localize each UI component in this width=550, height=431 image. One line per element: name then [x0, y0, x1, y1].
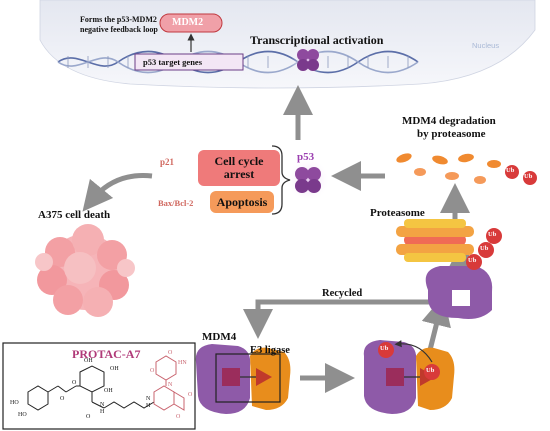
- atom-label: O: [72, 380, 77, 386]
- atom-label: HO: [18, 412, 27, 418]
- bax-bcl2-label: Bax/Bcl-2: [158, 198, 194, 208]
- ub-label-chain-2: Ub: [480, 245, 489, 252]
- cell-death-label: A375 cell death: [38, 209, 111, 221]
- atom-label: O: [168, 350, 173, 356]
- cell-cycle-label-line1: Cell cycle: [214, 154, 264, 169]
- atom-label: O: [60, 396, 65, 402]
- feedback-note-line2: negative feedback loop: [80, 25, 158, 34]
- apoptosis-box: Apoptosis: [210, 191, 274, 213]
- atom-label: H: [146, 403, 151, 409]
- e3-ligase-label: E3 ligase: [250, 345, 290, 356]
- atom-label: HO: [10, 400, 19, 406]
- apoptosis-box-bg: [210, 191, 274, 213]
- ub-label-chain-3: Ub: [488, 231, 497, 238]
- ub-transfer-arrow: [394, 340, 433, 363]
- protac-highlight-box: [215, 353, 281, 403]
- atom-label: O: [150, 368, 155, 374]
- feedback-note-line1: Forms the p53-MDM2: [80, 15, 157, 24]
- ternary-complex-right: [363, 340, 455, 414]
- atom-label: O: [188, 392, 193, 398]
- cell-cycle-arrest-box-bg: [198, 150, 280, 186]
- target-genes-label: p53 target genes: [143, 57, 203, 67]
- protac-structure-panel: [2, 342, 196, 430]
- protac-name: PROTAC-A7: [72, 347, 141, 361]
- atom-label: N: [100, 402, 105, 408]
- atom-label: O: [86, 414, 91, 420]
- mdm4-label: MDM4: [202, 331, 237, 343]
- atom-label: N: [168, 382, 173, 388]
- pathway-brace: [271, 145, 291, 215]
- p53-tetramer-on-dna: [291, 43, 325, 77]
- p53-label: p53: [297, 151, 315, 163]
- ub-label-chain-1: Ub: [468, 257, 477, 264]
- pomalidomide-moiety: [153, 355, 185, 411]
- ub-label-fragment-1: Ub: [506, 167, 515, 174]
- p53-target-genes-box: [134, 53, 244, 71]
- atom-label: H: [100, 409, 105, 415]
- protac-skeleton: [27, 365, 155, 411]
- cell-cycle-label-line2: arrest: [223, 167, 255, 181]
- p53-tetramer: [286, 158, 330, 202]
- recycled-label: Recycled: [322, 288, 363, 299]
- ubiquitinated-mdm4: [425, 228, 502, 319]
- cell-cycle-arrest-box: Cell cycle arrest: [198, 150, 280, 186]
- ub-label-right-complex: Ub: [380, 345, 389, 352]
- ub-label-fragment-2: Ub: [524, 173, 533, 180]
- p21-label: p21: [160, 157, 175, 167]
- transcription-label: Transcriptional activation: [250, 33, 384, 47]
- proteasome-label: Proteasome: [370, 207, 425, 219]
- atom-label: OH: [104, 388, 113, 394]
- peptide-fragments: [396, 153, 537, 185]
- atom-label: OH: [110, 366, 119, 372]
- apoptosis-label: Apoptosis: [216, 194, 268, 209]
- recycled-arrow: [243, 299, 443, 339]
- nucleus-label: Nucleus: [472, 41, 500, 50]
- atom-label: O: [176, 414, 181, 420]
- proteasome: [396, 219, 474, 262]
- degradation-title-line1: MDM4 degradation: [402, 115, 496, 127]
- atom-label: OH: [84, 358, 93, 364]
- mdm2-label: MDM2: [172, 17, 204, 28]
- to-cell-death-arrow: [82, 173, 153, 212]
- nucleus: [39, 0, 536, 89]
- ternary-complex-left: [195, 344, 291, 414]
- degradation-title-line2: by proteasome: [417, 128, 486, 140]
- cell-death-mass: [35, 224, 135, 317]
- mdm2-pill: [159, 13, 223, 33]
- ub-label-e3: Ub: [426, 367, 435, 374]
- atom-label: N: [146, 396, 151, 402]
- atom-label: HN: [178, 360, 187, 366]
